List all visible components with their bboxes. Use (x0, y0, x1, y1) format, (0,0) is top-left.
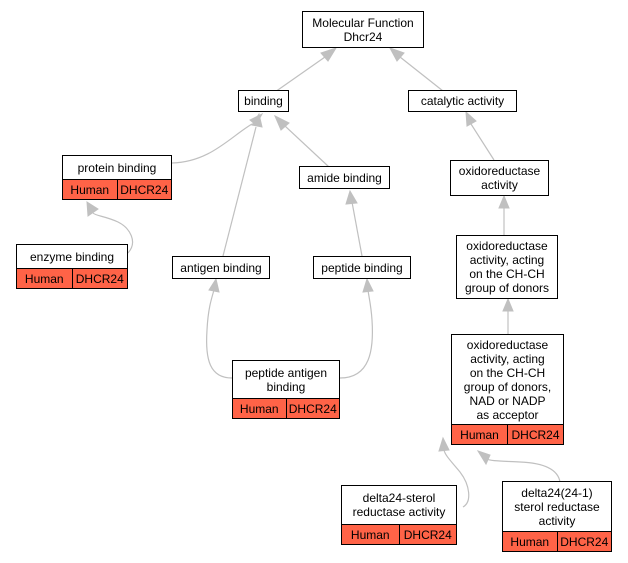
node-title: enzyme binding (29, 249, 115, 264)
node-title: oxidoreductase activity, acting on the C… (464, 239, 550, 295)
node-delta24-sterol-reductase[interactable]: delta24-sterol reductase activity Human … (341, 485, 457, 545)
node-peptide-binding[interactable]: peptide binding (313, 256, 411, 279)
node-antigen-binding[interactable]: antigen binding (172, 256, 270, 279)
arrowhead-peptide-binding (362, 277, 374, 293)
arrowhead-chch (502, 297, 514, 312)
edge-peptide-antigen-to-peptide (339, 289, 373, 379)
arrowhead-catalytic (465, 110, 477, 127)
edge-amide-to-binding (284, 125, 330, 168)
node-molecular-function[interactable]: Molecular Function Dhcr24 (302, 11, 424, 48)
node-title: binding (244, 94, 283, 108)
species-cell: Human (239, 401, 279, 416)
species-cell: Human (460, 427, 499, 442)
edge-binding-to-molecular-function (274, 56, 326, 93)
gene-cell: DHCR24 (71, 269, 128, 288)
node-catalytic-activity[interactable]: catalytic activity (408, 90, 517, 112)
arrowhead-nadp-left (438, 436, 450, 452)
arrowhead-protein-binding (86, 201, 99, 217)
node-peptide-antigen-binding[interactable]: peptide antigen binding Human DHCR24 (232, 360, 340, 419)
node-binding[interactable]: binding (238, 90, 289, 112)
arrowhead-molecular-function-right (388, 47, 405, 62)
arrowhead-amide-binding (345, 189, 358, 205)
node-title: amide binding (307, 170, 382, 185)
node-delta24-1-sterol-reductase[interactable]: delta24(24-1) sterol reductase activity … (502, 481, 612, 552)
gene-cell: DHCR24 (507, 425, 563, 444)
node-title: peptide binding (321, 260, 403, 275)
species-cell: Human (70, 182, 110, 197)
edge-antigen-to-binding (222, 126, 257, 257)
node-enzyme-binding[interactable]: enzyme binding Human DHCR24 (16, 244, 128, 289)
gene-cell: DHCR24 (116, 180, 172, 199)
gene-cell: DHCR24 (285, 399, 340, 418)
node-title: antigen binding (180, 260, 262, 275)
node-title: oxidoreductase activity, acting on the C… (463, 337, 552, 422)
edge-delta24-1-to-nadp (486, 458, 561, 483)
node-oxidoreductase-ch-ch[interactable]: oxidoreductase activity, acting on the C… (456, 235, 558, 299)
gene-cell: DHCR24 (556, 532, 612, 551)
edge-enzyme-to-protein-binding (92, 212, 133, 254)
edge-delta24-to-nadp (443, 449, 470, 508)
node-title: delta24-sterol reductase activity (352, 491, 446, 519)
species-cell: Human (350, 527, 390, 542)
annotation-row: Human DHCR24 (233, 398, 339, 418)
node-title: delta24(24-1) sterol reductase activity (514, 485, 600, 528)
arrowhead-oxidoreductase (498, 194, 510, 209)
species-cell: Human (510, 534, 550, 549)
node-title: protein binding (77, 160, 157, 175)
node-oxidoreductase-activity[interactable]: oxidoreductase activity (450, 160, 549, 196)
annotation-row: Human DHCR24 (503, 531, 611, 551)
arrowhead-binding-2 (251, 112, 263, 128)
annotation-row: Human DHCR24 (452, 424, 563, 444)
annotation-row: Human DHCR24 (342, 524, 456, 544)
edge-protein-binding-to-binding (171, 123, 253, 164)
node-protein-binding[interactable]: protein binding Human DHCR24 (62, 155, 172, 200)
arrowhead-antigen-binding (208, 277, 220, 293)
edge-peptide-to-amide (351, 201, 363, 257)
edge-peptide-antigen-to-antigen (206, 289, 233, 379)
gene-cell: DHCR24 (398, 525, 457, 544)
node-title: Molecular Function Dhcr24 (312, 15, 414, 44)
arrowhead-molecular-function-left (320, 47, 338, 62)
annotation-row: Human DHCR24 (17, 268, 127, 288)
node-oxidoreductase-nadp[interactable]: oxidoreductase activity, acting on the C… (451, 334, 564, 445)
annotation-row: Human DHCR24 (63, 179, 171, 199)
arrowhead-nadp-right (476, 450, 491, 466)
species-cell: Human (24, 271, 64, 286)
node-title: peptide antigen binding (244, 365, 328, 394)
node-amide-binding[interactable]: amide binding (299, 166, 390, 189)
node-title: oxidoreductase activity (458, 164, 541, 192)
edge-oxidoreductase-to-catalytic (470, 123, 495, 161)
edge-catalytic-to-molecular-function (399, 56, 444, 92)
arrowhead-binding-3 (274, 114, 290, 131)
node-title: catalytic activity (420, 94, 505, 108)
